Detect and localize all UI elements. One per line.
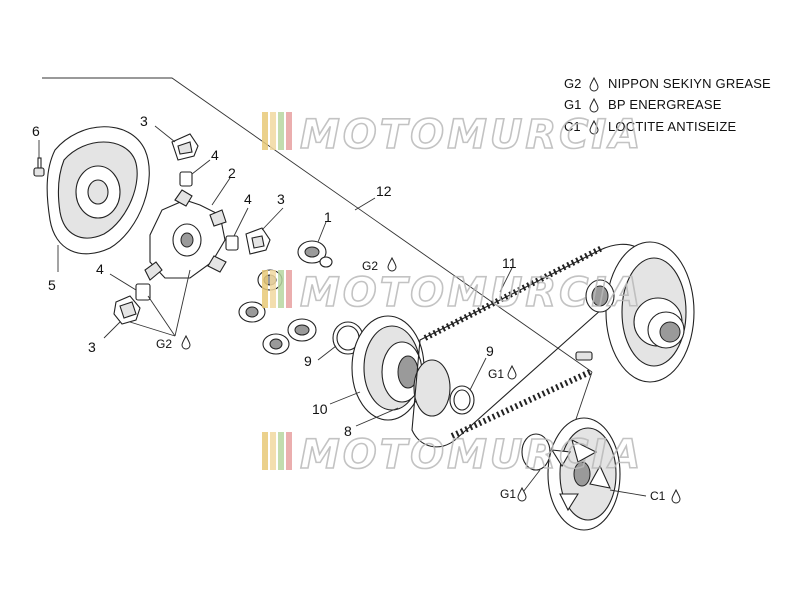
grease-drop-icon: [589, 98, 599, 113]
callout-12: 12: [376, 183, 392, 199]
svg-text:C1: C1: [650, 489, 666, 503]
grease-mark-g1-low: G1: [500, 487, 527, 502]
callout-2: 2: [228, 165, 236, 181]
part-8-shaft: [355, 359, 451, 427]
callout-11: 11: [502, 255, 517, 271]
grease-mark-g1-mid: G1: [488, 365, 517, 381]
legend-row-g1: G1 BP ENERGREASE: [564, 97, 722, 113]
callout-8: 8: [344, 423, 352, 439]
grease-marks: G2 G2 G1 G1 C1: [156, 257, 681, 504]
grease-drop-icon: [181, 335, 191, 350]
part-3-slider-left: [103, 295, 141, 339]
legend-text: NIPPON SEKIYN GREASE: [608, 76, 771, 91]
watermark-text: MOTOMURCIA: [300, 270, 643, 316]
callout-4: 4: [211, 147, 219, 163]
watermark-text: MOTOMURCIA: [300, 112, 643, 158]
lubricant-legend: G2 NIPPON SEKIYN GREASE G1 BP ENERGREASE…: [564, 76, 771, 135]
legend-code: G1: [564, 97, 581, 112]
legend-row-c1: C1 LOCTITE ANTISEIZE: [564, 119, 736, 135]
svg-text:G2: G2: [156, 337, 172, 351]
legend-code: C1: [564, 119, 581, 134]
watermark-text: MOTOMURCIA: [300, 432, 643, 478]
callout-1: 1: [324, 209, 332, 225]
grease-drop-icon: [671, 489, 681, 504]
part-9-oring-right: [449, 357, 487, 415]
callout-labels: 1 2 3 3 3 4 4 4 5 6 8 9 9 10 11 12: [32, 113, 517, 439]
part-2-ramp-plate: [144, 177, 231, 281]
watermark-top: MOTOMURCIA: [262, 111, 643, 159]
callout-4: 4: [96, 261, 104, 277]
grease-mark-g2-mid: G2: [362, 257, 397, 273]
legend-text: LOCTITE ANTISEIZE: [608, 119, 736, 134]
legend-code: G2: [564, 76, 581, 91]
part-3-slider-right: [245, 207, 284, 255]
watermark-bottom: MOTOMURCIA: [262, 431, 643, 479]
watermark-middle: MOTOMURCIA: [262, 269, 643, 317]
g2-left-leaders: [129, 269, 191, 337]
svg-text:G1: G1: [488, 367, 504, 381]
callout-9: 9: [486, 343, 494, 359]
part-5-half-pulley: [46, 126, 150, 272]
callout-9: 9: [304, 353, 312, 369]
part-4-guide-left: [109, 273, 151, 301]
callout-3: 3: [277, 191, 285, 207]
driven-pulley: [575, 241, 695, 383]
part-10-movable-pulley: [329, 315, 425, 421]
callout-10: 10: [312, 401, 328, 417]
callout-6: 6: [32, 123, 40, 139]
legend-row-g2: G2 NIPPON SEKIYN GREASE: [564, 76, 771, 92]
cooling-fan-pulley: [519, 417, 647, 531]
part-3-slider-top: [154, 125, 199, 161]
callout-4: 4: [244, 191, 252, 207]
svg-text:G2: G2: [362, 259, 378, 273]
callout-3: 3: [88, 339, 96, 355]
callout-3: 3: [140, 113, 148, 129]
legend-text: BP ENERGREASE: [608, 97, 722, 112]
part-4-guide-right: [225, 207, 249, 251]
svg-text:G1: G1: [500, 487, 516, 501]
grease-mark-g2-left: G2: [156, 335, 191, 351]
part-12-leader: [354, 197, 376, 211]
grease-mark-c1-low: C1: [650, 489, 681, 504]
part-4-guide-top: [179, 159, 211, 187]
part-6-screw: [33, 140, 45, 177]
callout-5: 5: [48, 277, 56, 293]
roller: [287, 318, 317, 342]
roller: [297, 240, 333, 268]
roller: [262, 333, 290, 355]
grease-drop-icon: [589, 77, 599, 92]
roller: [238, 301, 266, 323]
